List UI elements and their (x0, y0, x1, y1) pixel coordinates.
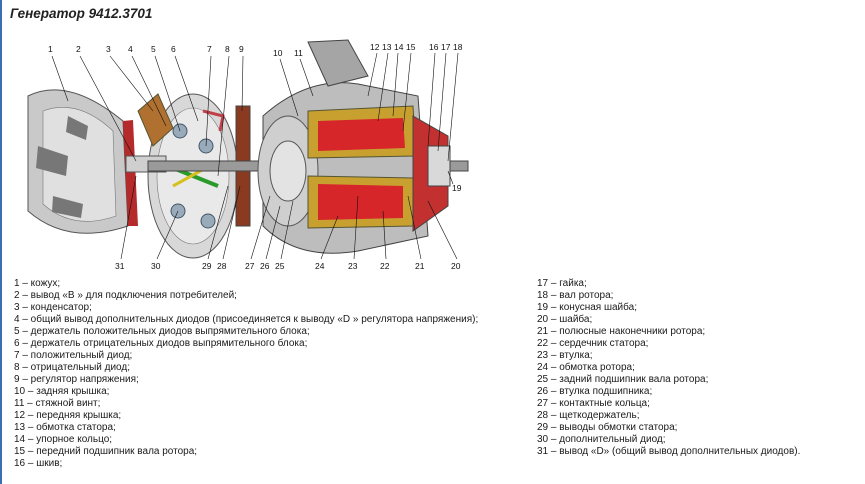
legend-item-25: 25 – задний подшипник вала ротора; (537, 374, 709, 385)
callout-30: 30 (151, 261, 161, 271)
callout-17: 17 (441, 42, 451, 52)
callout-26: 26 (260, 261, 270, 271)
callout-24: 24 (315, 261, 325, 271)
callout-5: 5 (151, 44, 156, 54)
legend-left-column: 1 – кожух; 2 – вывод «В » для подключени… (14, 278, 529, 470)
capacitor-part (137, 93, 174, 147)
page-left-border (0, 0, 2, 484)
callout-29: 29 (202, 261, 212, 271)
legend-item-8: 8 – отрицательный диод; (14, 362, 131, 373)
callout-13: 13 (382, 42, 392, 52)
legend-item-11: 11 – стяжной винт; (14, 398, 101, 409)
legend-item-4: 4 – общий вывод дополнительных диодов (п… (14, 314, 479, 325)
callout-31: 31 (115, 261, 125, 271)
legend-item-14: 14 – упорное кольцо; (14, 434, 113, 445)
callout-3: 3 (106, 44, 111, 54)
legend-item-24: 24 – обмотка ротора; (537, 362, 635, 373)
legend-item-22: 22 – сердечник статора; (537, 338, 649, 349)
legend-item-20: 20 – шайба; (537, 314, 593, 325)
legend-item-12: 12 – передняя крышка; (14, 410, 122, 421)
callout-10: 10 (273, 48, 283, 58)
legend-item-31: 31 – вывод «D» (общий вывод дополнительн… (537, 446, 801, 457)
legend-item-7: 7 – положительный диод; (14, 350, 133, 361)
legend-item-10: 10 – задняя крышка; (14, 386, 110, 397)
callout-numbers: 1 2 3 4 5 6 7 8 9 10 11 12 13 14 15 16 1… (48, 42, 463, 271)
callout-9: 9 (239, 44, 244, 54)
callout-18: 18 (453, 42, 463, 52)
callout-14: 14 (394, 42, 404, 52)
rectifier-block (125, 93, 239, 259)
callout-15: 15 (406, 42, 416, 52)
legend-item-16: 16 – шкив; (14, 458, 63, 469)
legend-item-28: 28 – щеткодержатель; (537, 410, 640, 421)
page-title: Генератор 9412.3701 (10, 6, 153, 21)
callout-1: 1 (48, 44, 53, 54)
callout-8: 8 (225, 44, 230, 54)
callout-leaders (51, 52, 459, 260)
callout-25: 25 (275, 261, 285, 271)
legend-item-13: 13 – обмотка статора; (14, 422, 116, 433)
callout-12: 12 (370, 42, 380, 52)
legend-item-21: 21 – полюсные наконечники ротора; (537, 326, 706, 337)
legend-item-5: 5 – держатель положительных диодов выпря… (14, 326, 310, 337)
legend-item-23: 23 – втулка; (537, 350, 593, 361)
callout-7: 7 (207, 44, 212, 54)
legend-item-29: 29 – выводы обмотки статора; (537, 422, 678, 433)
legend-item-18: 18 – вал ротора; (537, 290, 614, 301)
legend-item-15: 15 – передний подшипник вала ротора; (14, 446, 198, 457)
cover-part (27, 89, 138, 234)
callout-28: 28 (217, 261, 227, 271)
legend-item-30: 30 – дополнительный диод; (537, 434, 666, 445)
legend-item-9: 9 – регулятор напряжения; (14, 374, 139, 385)
callout-11: 11 (294, 48, 303, 58)
callout-4: 4 (128, 44, 133, 54)
legend-item-17: 17 – гайка; (537, 278, 587, 289)
callout-19: 19 (452, 183, 462, 193)
legend-item-6: 6 – держатель отрицательных диодов выпря… (14, 338, 308, 349)
legend-item-27: 27 – контактные кольца; (537, 398, 650, 409)
callout-27: 27 (245, 261, 255, 271)
generator-housing (257, 39, 451, 254)
generator-illustration: 1 2 3 4 5 6 7 8 9 10 11 12 13 14 15 16 1… (27, 39, 469, 271)
callout-21: 21 (415, 261, 425, 271)
legend-right-column: 17 – гайка; 18 – вал ротора; 19 – конусн… (537, 278, 857, 458)
legend-item-1: 1 – кожух; (14, 278, 61, 289)
legend-item-3: 3 – конденсатор; (14, 302, 92, 313)
legend-item-26: 26 – втулка подшипника; (537, 386, 653, 397)
callout-6: 6 (171, 44, 176, 54)
generator-diagram: 1 2 3 4 5 6 7 8 9 10 11 12 13 14 15 16 1… (8, 36, 473, 272)
callout-2: 2 (76, 44, 81, 54)
callout-20: 20 (451, 261, 461, 271)
callout-16: 16 (429, 42, 439, 52)
legend-item-2: 2 – вывод «В » для подключения потребите… (14, 290, 237, 301)
legend-item-19: 19 – конусная шайба; (537, 302, 637, 313)
callout-23: 23 (348, 261, 358, 271)
callout-22: 22 (380, 261, 390, 271)
